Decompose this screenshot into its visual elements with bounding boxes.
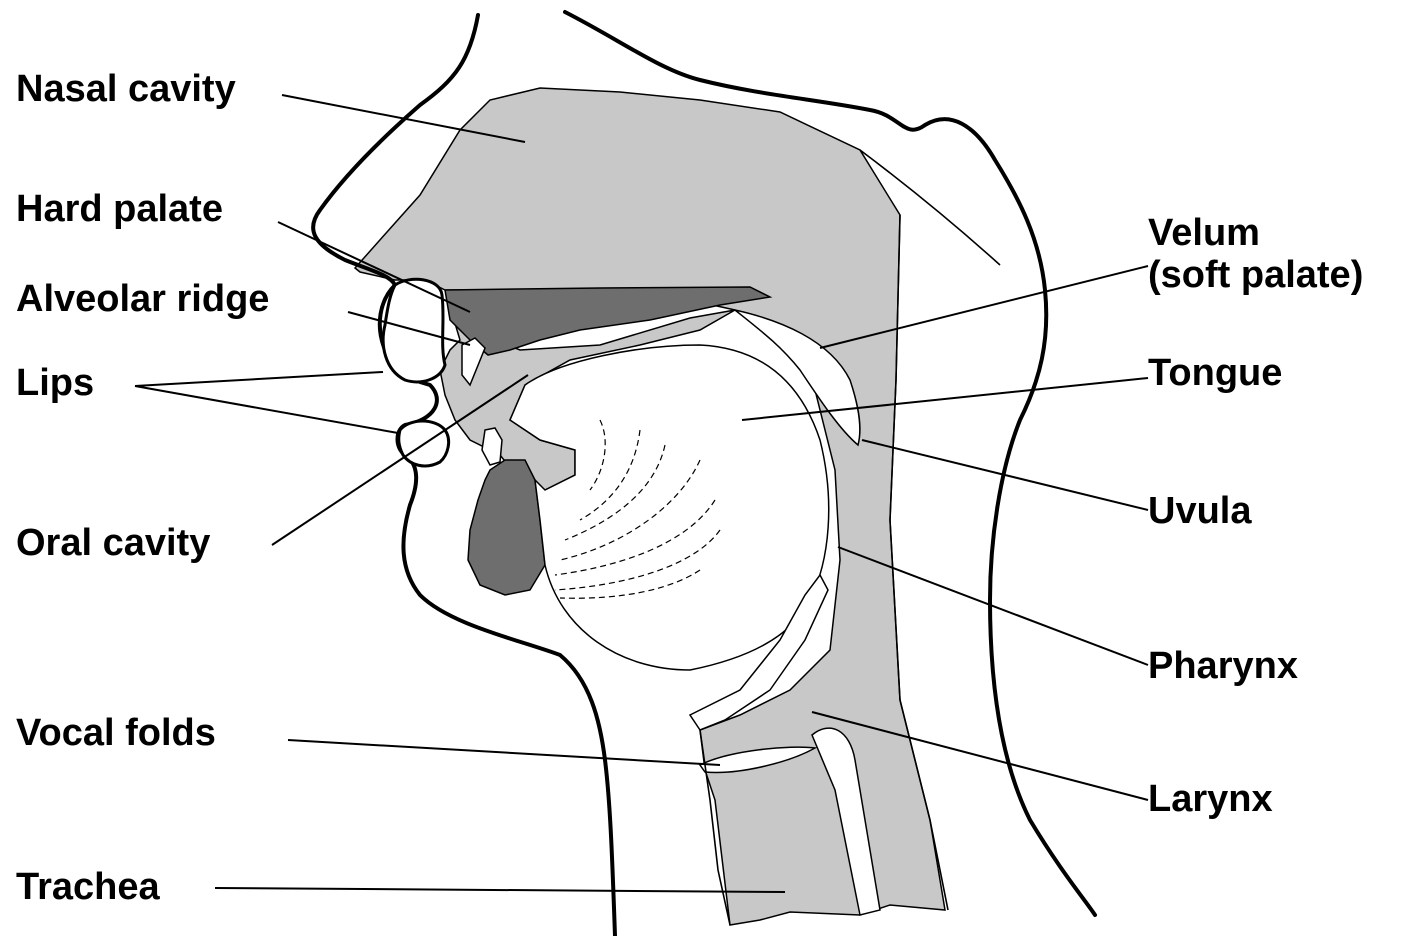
- leader-trachea: [215, 888, 785, 892]
- label-uvula: Uvula: [1148, 490, 1251, 532]
- lower-tooth: [482, 428, 502, 465]
- label-nasal-cavity: Nasal cavity: [16, 68, 236, 110]
- jaw-bone: [468, 460, 545, 595]
- label-vocal-folds: Vocal folds: [16, 712, 216, 754]
- label-velum-soft-palate: (soft palate): [1148, 254, 1363, 296]
- tongue-body: [510, 345, 829, 670]
- leader-vocal-folds: [288, 740, 720, 765]
- label-oral-cavity: Oral cavity: [16, 522, 210, 564]
- label-tongue: Tongue: [1148, 352, 1282, 394]
- label-larynx: Larynx: [1148, 778, 1273, 820]
- label-pharynx: Pharynx: [1148, 645, 1298, 687]
- label-lips: Lips: [16, 362, 94, 404]
- label-trachea: Trachea: [16, 866, 160, 908]
- leader-lips-upper: [135, 372, 383, 386]
- label-hard-palate: Hard palate: [16, 188, 223, 230]
- leader-lips-lower: [135, 386, 398, 433]
- leader-uvula: [862, 440, 1148, 510]
- label-velum: Velum: [1148, 212, 1260, 254]
- leader-tongue: [742, 378, 1148, 420]
- label-alveolar-ridge: Alveolar ridge: [16, 278, 269, 320]
